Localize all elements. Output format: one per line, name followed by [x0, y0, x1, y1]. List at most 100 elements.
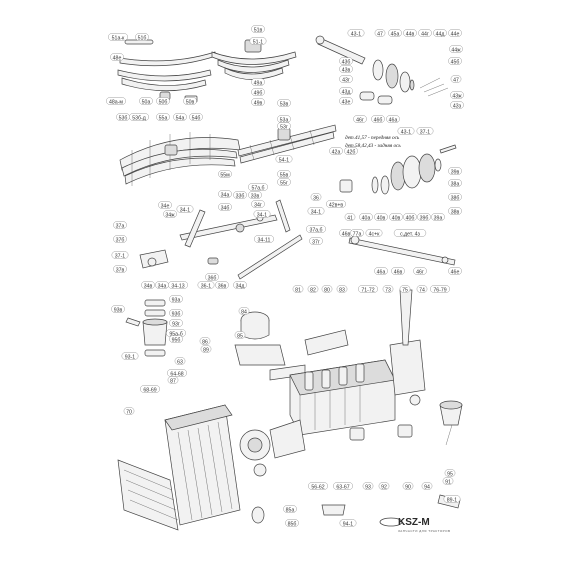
callout-filter-left-4: 95а-б [166, 329, 186, 337]
callout-label: 34ж [165, 212, 175, 218]
callout-label: 40а [362, 215, 371, 221]
callout-engine-2: 80 [321, 285, 333, 293]
callout-steering-8: 36 [310, 193, 322, 201]
callout-label: 95 [447, 471, 453, 477]
callout-steering-21: 34д [233, 281, 247, 289]
callout-steering-24: 37а,б [306, 225, 326, 233]
callout-label: 47 [453, 77, 459, 83]
callout-label: 64-68 [170, 371, 183, 377]
callout-filter-left-2: 93в [111, 305, 125, 313]
brand-logo: KSZ-M ЗАПЧАСТИ ДЛЯ ТРАКТОРОВ [379, 517, 450, 533]
callout-label: 51в [254, 27, 263, 33]
callout-label: 50б [159, 99, 168, 105]
callout-label: 57а,б [251, 185, 264, 191]
callout-engine-18: 56-62 [308, 482, 328, 490]
callout-label: 46а [377, 269, 386, 275]
callout-engine-12: 89 [200, 345, 212, 353]
callout-label: 46а [389, 117, 398, 123]
callout-label: 33в [251, 193, 260, 199]
callout-label: 93-1 [125, 354, 135, 360]
callout-label: 43б [342, 59, 351, 65]
callout-label: 89 [203, 347, 209, 353]
callout-label: 81 [295, 287, 301, 293]
callout-spring-left-5: 50б [156, 97, 170, 105]
callout-label: 42в+в [329, 202, 344, 208]
callout-label: 40б [406, 215, 415, 221]
callout-label: 44г [421, 31, 429, 37]
callout-filter-left-3: 93г [169, 319, 183, 327]
callout-spring-left-1: 51б [135, 33, 149, 41]
callout-axle-mid-1: 37-1 [416, 127, 434, 135]
callout-steering-23: 34ж [163, 210, 177, 218]
callout-label: 34е [161, 203, 170, 209]
callout-label: 46г [416, 269, 424, 275]
callout-label: 86 [202, 339, 208, 345]
callout-axle-mid-11: 39а [431, 213, 445, 221]
callout-steering-4: 33б [233, 191, 247, 199]
callout-label: 43ж [452, 93, 462, 99]
callout-spring-center-3: 49б [251, 88, 265, 96]
callout-engine-10: 85 [234, 331, 246, 339]
callout-label: 80 [324, 287, 330, 293]
callout-label: 34-1 [180, 207, 190, 213]
brand-tagline: ЗАПЧАСТИ ДЛЯ ТРАКТОРОВ [398, 529, 450, 533]
callout-bar-right-0: 46в [339, 229, 353, 237]
callout-axle-top-2: 45а [388, 29, 402, 37]
callout-spring-left-3: 48а-м [106, 97, 126, 105]
callout-label: 50в [186, 99, 195, 105]
callout-axle-mid-12: 39в [448, 167, 462, 175]
callout-spring-center-5: 53в [277, 99, 291, 107]
callout-engine-3: 83 [336, 285, 348, 293]
callout-label: 43г [342, 77, 350, 83]
callout-steering-13: 34-11 [254, 235, 274, 243]
callout-engine-0: 81 [292, 285, 304, 293]
callout-label: 55в [280, 172, 289, 178]
callout-label: 4с+к [369, 231, 381, 237]
callout-label: 74 [419, 287, 425, 293]
callout-engine-6: 75 [399, 285, 411, 293]
callout-label: 63 [177, 359, 183, 365]
radiator-group [117, 404, 306, 531]
callout-label: 46в [342, 231, 351, 237]
callout-steering-9: 37а [113, 221, 127, 229]
fuel-filter-group [125, 299, 168, 357]
callout-steering-7: 34-1 [253, 210, 271, 218]
callout-label: 95б [172, 337, 181, 343]
callout-label: с,дет. 4з [400, 231, 420, 237]
callout-label: 33б [236, 193, 245, 199]
callout-axle-mid-5: 41 [344, 213, 356, 221]
callout-label: 42а [332, 149, 341, 155]
steering-linkage-group [139, 199, 303, 280]
callout-label: 55а [159, 115, 168, 121]
callout-label: 83 [339, 287, 345, 293]
callout-engine-22: 90 [402, 482, 414, 490]
callout-axle-top-17: 47 [450, 75, 462, 83]
callout-steering-0: 34-1 [176, 205, 194, 213]
callout-filter-left-0: 93а [169, 295, 183, 303]
callout-axle-top-11: 43д [339, 87, 353, 95]
callout-steering-25: 34-1 [307, 207, 325, 215]
brand-logo-text: KSZ-M [398, 517, 430, 528]
callout-label: 43-1 [401, 129, 411, 135]
callout-steering-18: 36-1 [197, 281, 215, 289]
callout-label: 43е [342, 99, 351, 105]
callout-label: 93в [114, 307, 123, 313]
callout-engine-15: 87 [167, 376, 179, 384]
callout-label: 75 [402, 287, 408, 293]
leaf-spring-pack-center [237, 124, 337, 164]
callout-label: 93г [172, 321, 180, 327]
callout-label: 95а-б [169, 331, 182, 337]
callout-label: 43-1 [351, 31, 361, 37]
callout-label: 37-1 [420, 129, 430, 135]
callout-label: 71-72 [361, 287, 374, 293]
callout-label: 49а [254, 80, 263, 86]
callout-spring-left-9: 55а [156, 113, 170, 121]
callout-spring-center-8: 54-1 [275, 155, 293, 163]
callout-spring-left-2: 48е [110, 53, 124, 61]
callout-axle-mid-15: 38в [448, 207, 462, 215]
callout-label: 94-1 [343, 521, 353, 527]
callout-spring-center-9: 55в [277, 170, 291, 178]
callout-engine-5: 73 [382, 285, 394, 293]
callout-label: 45а [391, 31, 400, 37]
callout-axle-mid-4: 42в+в [326, 200, 346, 208]
